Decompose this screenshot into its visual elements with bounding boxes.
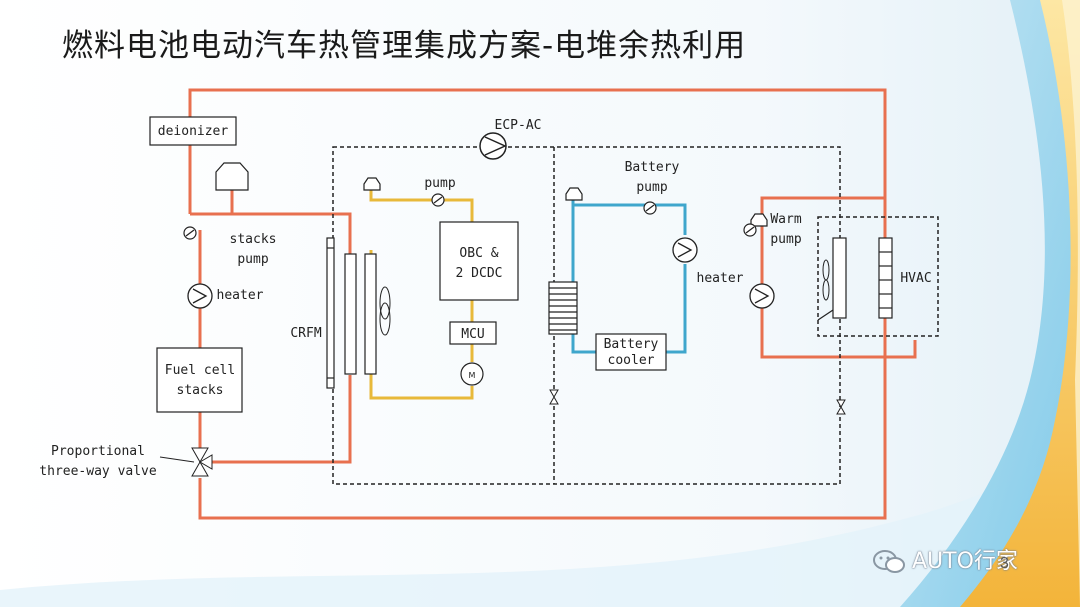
deionizer-label: deionizer [158, 124, 229, 139]
watermark-text: AUTO行家 [912, 549, 1018, 574]
fuel-cell-box [156, 347, 243, 413]
watermark: AUTO行家 [872, 543, 1018, 575]
battery-pump-label-1: Battery [625, 160, 680, 175]
mcu-box [449, 321, 497, 345]
hvac-fan-icon [822, 259, 830, 301]
warm-loop [760, 196, 917, 359]
page-number: 3 [1000, 555, 1009, 572]
battery-cooler-label-2: cooler [608, 353, 655, 368]
warm-pump-label-2: pump [770, 232, 801, 247]
hvac-label: HVAC [900, 271, 931, 286]
battery-pump-label-2: pump [636, 180, 667, 195]
wechat-icon [873, 550, 905, 573]
motor-label: M [469, 371, 476, 380]
valve-leader-line [159, 456, 195, 463]
crfm-radiator [326, 237, 377, 389]
fuel-cell-label-2: stacks [177, 383, 224, 398]
ecp-ac-label: ECP-AC [495, 118, 542, 133]
obc-dcdc-box [439, 221, 519, 301]
valve-icon [549, 389, 846, 415]
chiller-icon [548, 281, 578, 335]
hvac-unit [817, 237, 893, 321]
fuel-cell-label-1: Fuel cell [165, 363, 235, 378]
warm-pump-label-1: Warm [770, 212, 801, 227]
obc-label-1: OBC & [459, 246, 498, 261]
valve-label-2: three-way valve [39, 464, 157, 479]
fan-icon [379, 286, 391, 336]
stack-coolant-loop [188, 88, 887, 520]
pump-icon [183, 193, 757, 240]
heater-mid-label: heater [697, 271, 744, 286]
valve-label-1: Proportional [51, 444, 145, 459]
compressor-icon [479, 132, 507, 160]
battery-cooler-box [595, 333, 667, 371]
heater-left-label: heater [217, 288, 264, 303]
battery-coolant-loop [571, 200, 687, 354]
motor-icon [460, 362, 484, 386]
three-way-valve-icon [191, 447, 213, 477]
battery-cooler-label-1: Battery [604, 337, 659, 352]
motor-pump-label: pump [424, 176, 455, 191]
stacks-pump-label-1: stacks [230, 232, 277, 247]
deionizer-box [149, 116, 237, 146]
slide-title: 燃料电池电动汽车热管理集成方案-电堆余热利用 [62, 28, 747, 64]
stacks-pump-label-2: pump [237, 252, 268, 267]
expansion-tank-icon [215, 162, 768, 227]
mcu-label: MCU [461, 327, 484, 342]
heater-icon [187, 237, 775, 309]
obc-label-2: 2 DCDC [456, 266, 503, 281]
crfm-label: CRFM [290, 326, 321, 341]
